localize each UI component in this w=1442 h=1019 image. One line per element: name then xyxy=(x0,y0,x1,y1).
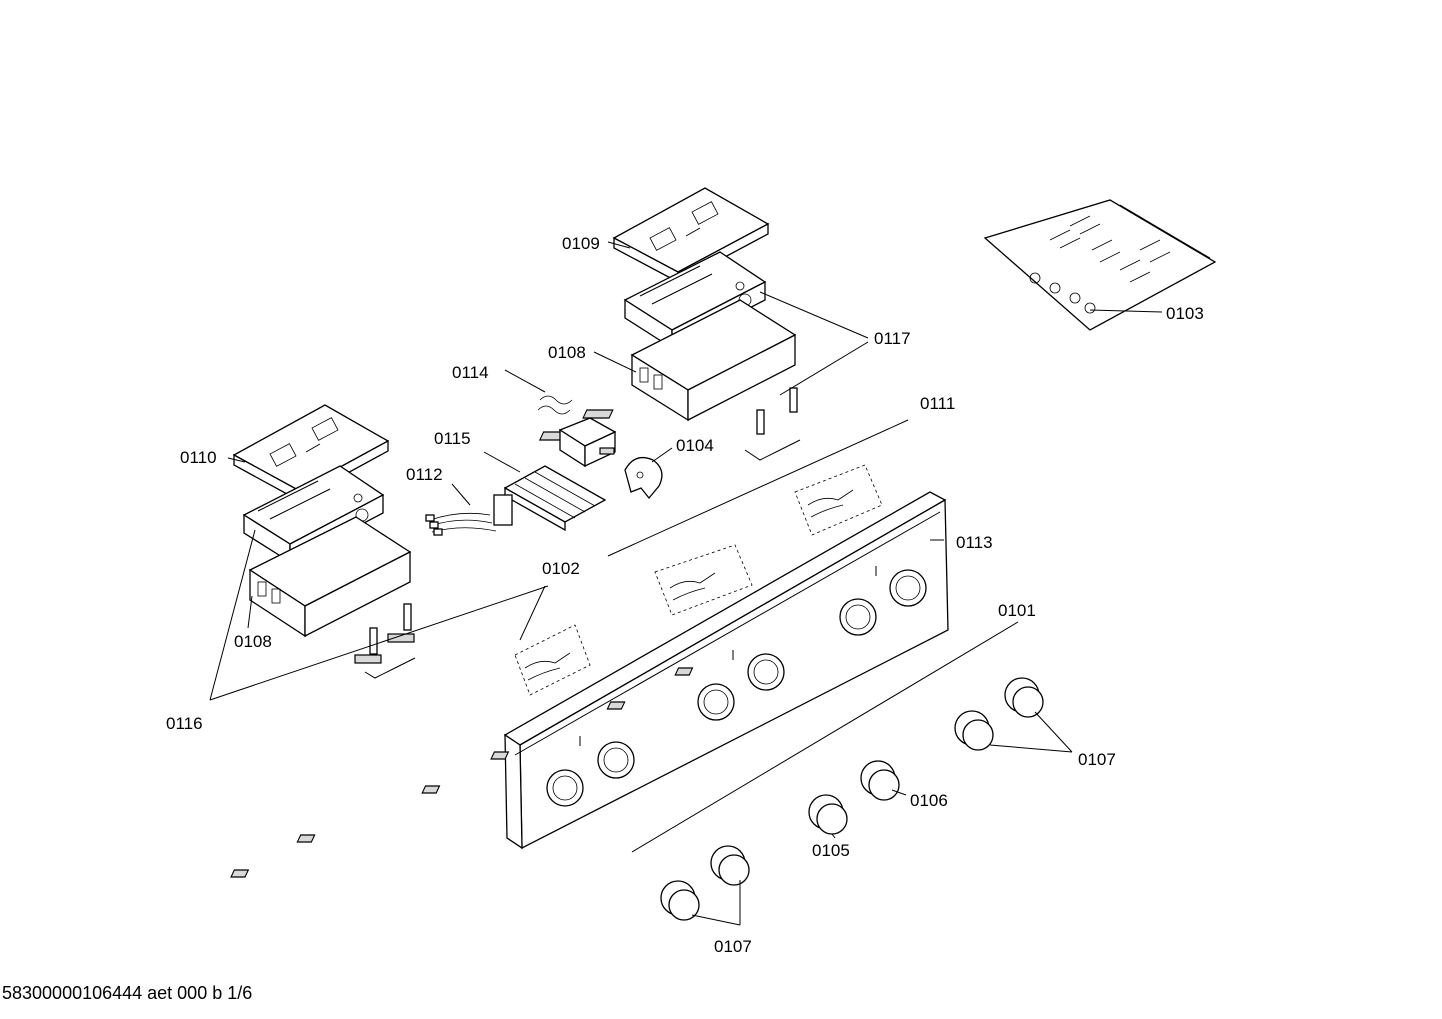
label-0113: 0113 xyxy=(956,533,993,552)
wire-harness-part xyxy=(425,494,513,536)
screw-bag-part xyxy=(983,199,1217,331)
knob-4 xyxy=(490,751,900,801)
connector-pair-upper xyxy=(538,387,801,461)
label-0110: 0110 xyxy=(180,448,217,467)
label-0105: 0105 xyxy=(812,841,850,860)
label-0112: 0112 xyxy=(406,465,443,484)
switch-block-upper xyxy=(612,187,797,422)
label-0102: 0102 xyxy=(542,559,580,578)
part-labels: 0109 0108 0117 0103 0114 0111 0115 0104 … xyxy=(166,234,1204,956)
control-panel-part xyxy=(503,464,949,850)
knob-6 xyxy=(674,667,1044,718)
label-0106: 0106 xyxy=(910,791,948,810)
label-0108-upper: 0108 xyxy=(548,343,586,362)
label-0108-left: 0108 xyxy=(234,632,272,651)
footer-document-id: 58300000106444 aet 000 b 1/6 xyxy=(2,983,252,1003)
leader-lines xyxy=(209,241,1163,926)
switch-block-left xyxy=(232,404,412,638)
knob-2 xyxy=(296,834,750,886)
label-0109: 0109 xyxy=(562,234,600,253)
label-0104: 0104 xyxy=(676,436,714,455)
bracket-part xyxy=(624,456,663,500)
knob-5 xyxy=(606,701,994,751)
terminal-strip-part xyxy=(503,465,607,532)
label-0117: 0117 xyxy=(874,329,911,348)
thermostat-part xyxy=(504,369,617,468)
label-0107-bottom: 0107 xyxy=(714,937,752,956)
label-0111: 0111 xyxy=(920,394,955,413)
label-0107-right: 0107 xyxy=(1078,750,1116,769)
label-0116: 0116 xyxy=(166,714,203,733)
knobs xyxy=(230,667,1044,921)
knob-3 xyxy=(421,785,848,835)
label-0115: 0115 xyxy=(434,429,471,448)
label-0114: 0114 xyxy=(452,363,489,382)
label-0101: 0101 xyxy=(998,601,1036,620)
connector-pair-left xyxy=(354,603,416,679)
label-0103: 0103 xyxy=(1166,304,1204,323)
knob-1 xyxy=(230,869,700,921)
